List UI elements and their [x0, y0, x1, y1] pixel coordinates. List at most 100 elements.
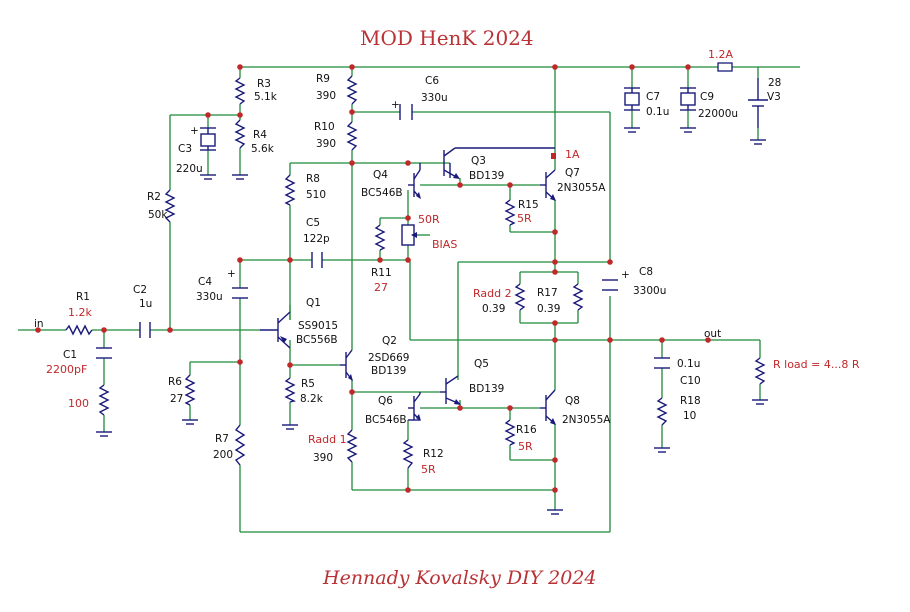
- page-footer: Hennady Kovalsky DIY 2024: [322, 567, 597, 589]
- r5-label: R5: [301, 378, 315, 390]
- radd1-label: Radd 1: [308, 433, 347, 446]
- q2-model-a: 2SD669: [368, 352, 409, 364]
- c3-value: 220u: [176, 163, 203, 175]
- transistor-q3: [443, 147, 555, 179]
- c4-value: 330u: [196, 291, 223, 303]
- r3-value: 5.1k: [254, 91, 278, 103]
- q5-label: Q5: [474, 358, 489, 370]
- c7-value: 0.1u: [646, 106, 669, 118]
- r1-value: 1.2k: [68, 306, 92, 319]
- transistors: [260, 147, 556, 425]
- r10-label: R10: [314, 121, 335, 133]
- r1-label: R1: [76, 291, 90, 303]
- c5-label: C5: [306, 217, 320, 229]
- r4-label: R4: [253, 129, 267, 141]
- q6-label: Q6: [378, 395, 393, 407]
- fuse-label: 1.2A: [708, 48, 733, 61]
- c8-value: 3300u: [633, 285, 666, 297]
- transistor-q4: [408, 163, 421, 199]
- current-label: 1A: [565, 148, 580, 161]
- bias-resistor-value: 50R: [418, 213, 440, 226]
- resistor-rload: [754, 357, 766, 385]
- resistor-r15: [504, 199, 516, 226]
- resistor-r1: [65, 324, 93, 336]
- r10-value: 390: [316, 138, 336, 150]
- c10-value: 0.1u: [677, 358, 700, 370]
- c9-value: 22000u: [698, 108, 738, 120]
- radd2-label: Radd 2: [473, 287, 512, 300]
- svg-text:+: +: [391, 99, 400, 111]
- resistor-r2: [164, 189, 176, 223]
- battery-symbol: [748, 78, 768, 128]
- c7-label: C7: [646, 91, 660, 103]
- current-marker: [551, 153, 556, 159]
- transistor-q2: [340, 349, 353, 381]
- transistor-q1: [260, 311, 291, 349]
- r16-value: 5R: [518, 440, 533, 453]
- r8-label: R8: [306, 173, 320, 185]
- q7-label: Q7: [565, 167, 580, 179]
- resistor-r-input-100: [98, 384, 110, 416]
- c2-label: C2: [133, 284, 147, 296]
- r17-label: R17: [537, 287, 558, 299]
- rload-label: R load = 4...8 R: [773, 358, 860, 371]
- q4-label: Q4: [373, 169, 388, 181]
- bias-label: BIAS: [432, 238, 457, 251]
- resistor-r17: [572, 283, 584, 311]
- transistor-q5: [440, 375, 461, 405]
- r3-label: R3: [257, 78, 271, 90]
- r18-value: 10: [683, 410, 696, 422]
- transistor-q6: [408, 392, 421, 421]
- resistors: [65, 75, 766, 469]
- fuse-symbol: [717, 62, 733, 72]
- r9-label: R9: [316, 73, 330, 85]
- resistor-r9: [346, 75, 358, 105]
- capacitor-c3-body: [200, 133, 216, 147]
- r6-value: 27: [170, 393, 183, 405]
- q2-label: Q2: [382, 335, 397, 347]
- resistor-r3: [234, 77, 246, 105]
- radd1-value: 390: [313, 452, 333, 464]
- grounds: [96, 127, 768, 515]
- r2-value: 50k: [148, 209, 168, 221]
- resistor-r8: [284, 174, 296, 206]
- r12-label: R12: [423, 448, 444, 460]
- resistor-r18: [656, 397, 668, 426]
- q2-model-b: BD139: [371, 365, 406, 377]
- q8-label: Q8: [565, 395, 580, 407]
- c1-label: C1: [63, 349, 77, 361]
- svg-text:+: +: [190, 125, 199, 137]
- r15-value: 5R: [517, 212, 532, 225]
- resistor-r11: [374, 224, 386, 251]
- q3-model: BD139: [469, 170, 504, 182]
- q4-model: BC546B: [361, 187, 403, 199]
- resistor-r10: [346, 121, 358, 151]
- supply-voltage: 28: [768, 77, 781, 89]
- supply-name: V3: [767, 91, 781, 103]
- c6-value: 330u: [421, 92, 448, 104]
- resistor-r7: [234, 424, 246, 466]
- output-label: out: [704, 328, 721, 340]
- r18-label: R18: [680, 395, 701, 407]
- transistor-q7: [540, 169, 556, 201]
- resistor-r12: [402, 439, 414, 469]
- c1-value: 2200pF: [46, 363, 87, 376]
- c5-value: 122p: [303, 233, 330, 245]
- q8-model: 2N3055A: [562, 414, 611, 426]
- q1-label: Q1: [306, 297, 321, 309]
- r6-label: R6: [168, 376, 182, 388]
- input-label: in: [34, 318, 44, 330]
- r8-value: 510: [306, 189, 326, 201]
- r2-label: R2: [147, 191, 161, 203]
- r12-value: 5R: [421, 463, 436, 476]
- q6-model: BC546B: [365, 414, 407, 426]
- r-input-value: 100: [68, 397, 89, 410]
- q7-model: 2N3055A: [557, 182, 606, 194]
- svg-text:+: +: [227, 268, 236, 280]
- resistor-r5: [284, 377, 297, 403]
- c10-label: C10: [680, 375, 701, 387]
- c2-value: 1u: [139, 298, 152, 310]
- resistor-r4: [234, 119, 246, 149]
- r5-value: 8.2k: [300, 393, 324, 405]
